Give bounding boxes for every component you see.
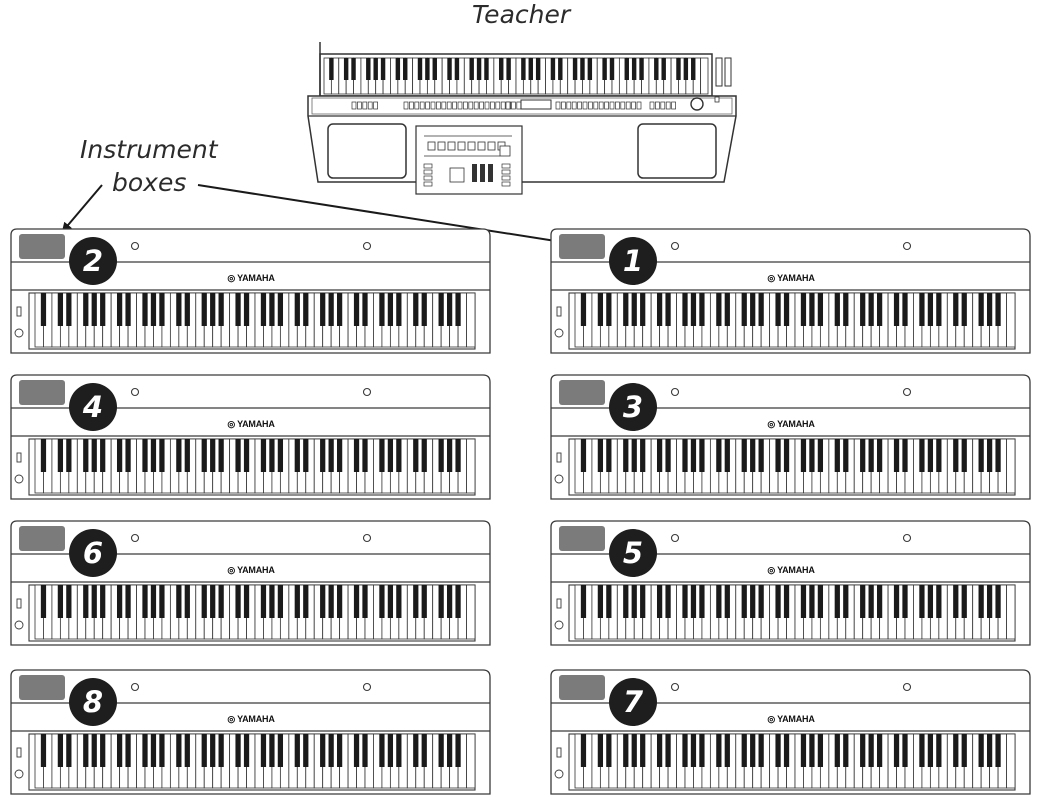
- power-switch: [556, 452, 562, 463]
- teacher-keyboard: [307, 42, 737, 195]
- keys: [574, 438, 1016, 494]
- knob: [130, 682, 140, 692]
- student-keyboard-drawing: [550, 669, 1031, 795]
- keys: [34, 438, 476, 494]
- knob: [902, 241, 912, 251]
- headphone-jack: [554, 769, 564, 779]
- knob: [130, 387, 140, 397]
- student-keyboard-8: ◎ YAMAHA 8: [10, 669, 491, 798]
- brand-logo: ◎ YAMAHA: [227, 273, 275, 283]
- student-keyboard-drawing: [550, 520, 1031, 646]
- student-keyboard-4: ◎ YAMAHA 4: [10, 374, 491, 503]
- student-keyboard-drawing: [10, 669, 491, 795]
- headphone-jack: [14, 474, 24, 484]
- power-switch: [556, 747, 562, 758]
- keyboard-number-badge: 4: [69, 383, 117, 431]
- student-keyboard-7: ◎ YAMAHA 7: [550, 669, 1031, 798]
- brand-logo: ◎ YAMAHA: [767, 273, 815, 283]
- teacher-key-group: [323, 57, 709, 95]
- student-keyboard-5: ◎ YAMAHA 5: [550, 520, 1031, 649]
- keys: [574, 733, 1016, 789]
- brand-logo: ◎ YAMAHA: [227, 565, 275, 575]
- headphone-jack: [14, 769, 24, 779]
- instrument-box: [559, 234, 605, 259]
- knob: [362, 387, 372, 397]
- keyboard-number-badge: 7: [609, 678, 657, 726]
- student-keyboard-3: ◎ YAMAHA 3: [550, 374, 1031, 503]
- keys: [34, 584, 476, 640]
- brand-logo: ◎ YAMAHA: [227, 419, 275, 429]
- keyboard-number-badge: 8: [69, 678, 117, 726]
- teacher-display: [520, 99, 552, 110]
- teacher-panel-buttons: [351, 101, 676, 110]
- keys: [34, 292, 476, 348]
- power-switch: [16, 306, 22, 317]
- brand-logo: ◎ YAMAHA: [767, 565, 815, 575]
- knob: [902, 533, 912, 543]
- brand-logo: ◎ YAMAHA: [767, 714, 815, 724]
- knob: [362, 241, 372, 251]
- instrument-box: [19, 380, 65, 405]
- headphone-jack: [554, 328, 564, 338]
- power-switch: [16, 452, 22, 463]
- instrument-box: [559, 380, 605, 405]
- brand-logo: ◎ YAMAHA: [767, 419, 815, 429]
- knob: [130, 533, 140, 543]
- instrument-box: [559, 675, 605, 700]
- knob: [670, 533, 680, 543]
- teacher-label: Teacher: [472, 0, 571, 29]
- instrument-box: [559, 526, 605, 551]
- instrument-box: [19, 234, 65, 259]
- headphone-jack: [554, 620, 564, 630]
- instrument-boxes-label-line2: boxes: [112, 168, 187, 197]
- knob: [362, 533, 372, 543]
- student-keyboard-drawing: [10, 520, 491, 646]
- keys: [574, 584, 1016, 640]
- arrow-to-box-2: [61, 184, 103, 233]
- headphone-jack: [14, 328, 24, 338]
- knob: [670, 682, 680, 692]
- student-keyboard-1: ◎ YAMAHA 1: [550, 228, 1031, 357]
- student-keyboard-drawing: [10, 228, 491, 354]
- student-keyboard-6: ◎ YAMAHA 6: [10, 520, 491, 649]
- knob: [902, 682, 912, 692]
- keys: [574, 292, 1016, 348]
- student-keyboard-drawing: [550, 374, 1031, 500]
- headphone-jack: [554, 474, 564, 484]
- power-switch: [16, 747, 22, 758]
- keyboard-number-badge: 1: [609, 237, 657, 285]
- keyboard-number-badge: 6: [69, 529, 117, 577]
- instrument-box: [19, 675, 65, 700]
- keys: [34, 733, 476, 789]
- knob: [902, 387, 912, 397]
- knob: [670, 241, 680, 251]
- student-keyboard-drawing: [550, 228, 1031, 354]
- student-keyboard-drawing: [10, 374, 491, 500]
- student-keyboard-2: ◎ YAMAHA 2: [10, 228, 491, 357]
- keyboard-number-badge: 3: [609, 383, 657, 431]
- power-switch: [16, 598, 22, 609]
- power-switch: [556, 598, 562, 609]
- teacher-right-speaker: [637, 123, 717, 179]
- teacher-dial: [690, 97, 704, 111]
- knob: [362, 682, 372, 692]
- headphone-jack: [14, 620, 24, 630]
- teacher-left-speaker: [327, 123, 407, 179]
- power-switch: [556, 306, 562, 317]
- keyboard-number-badge: 2: [69, 237, 117, 285]
- knob: [670, 387, 680, 397]
- instrument-box: [19, 526, 65, 551]
- brand-logo: ◎ YAMAHA: [227, 714, 275, 724]
- knob: [130, 241, 140, 251]
- instrument-boxes-label-line1: Instrument: [80, 135, 218, 164]
- keyboard-number-badge: 5: [609, 529, 657, 577]
- teacher-front-panel-detail: [423, 135, 512, 187]
